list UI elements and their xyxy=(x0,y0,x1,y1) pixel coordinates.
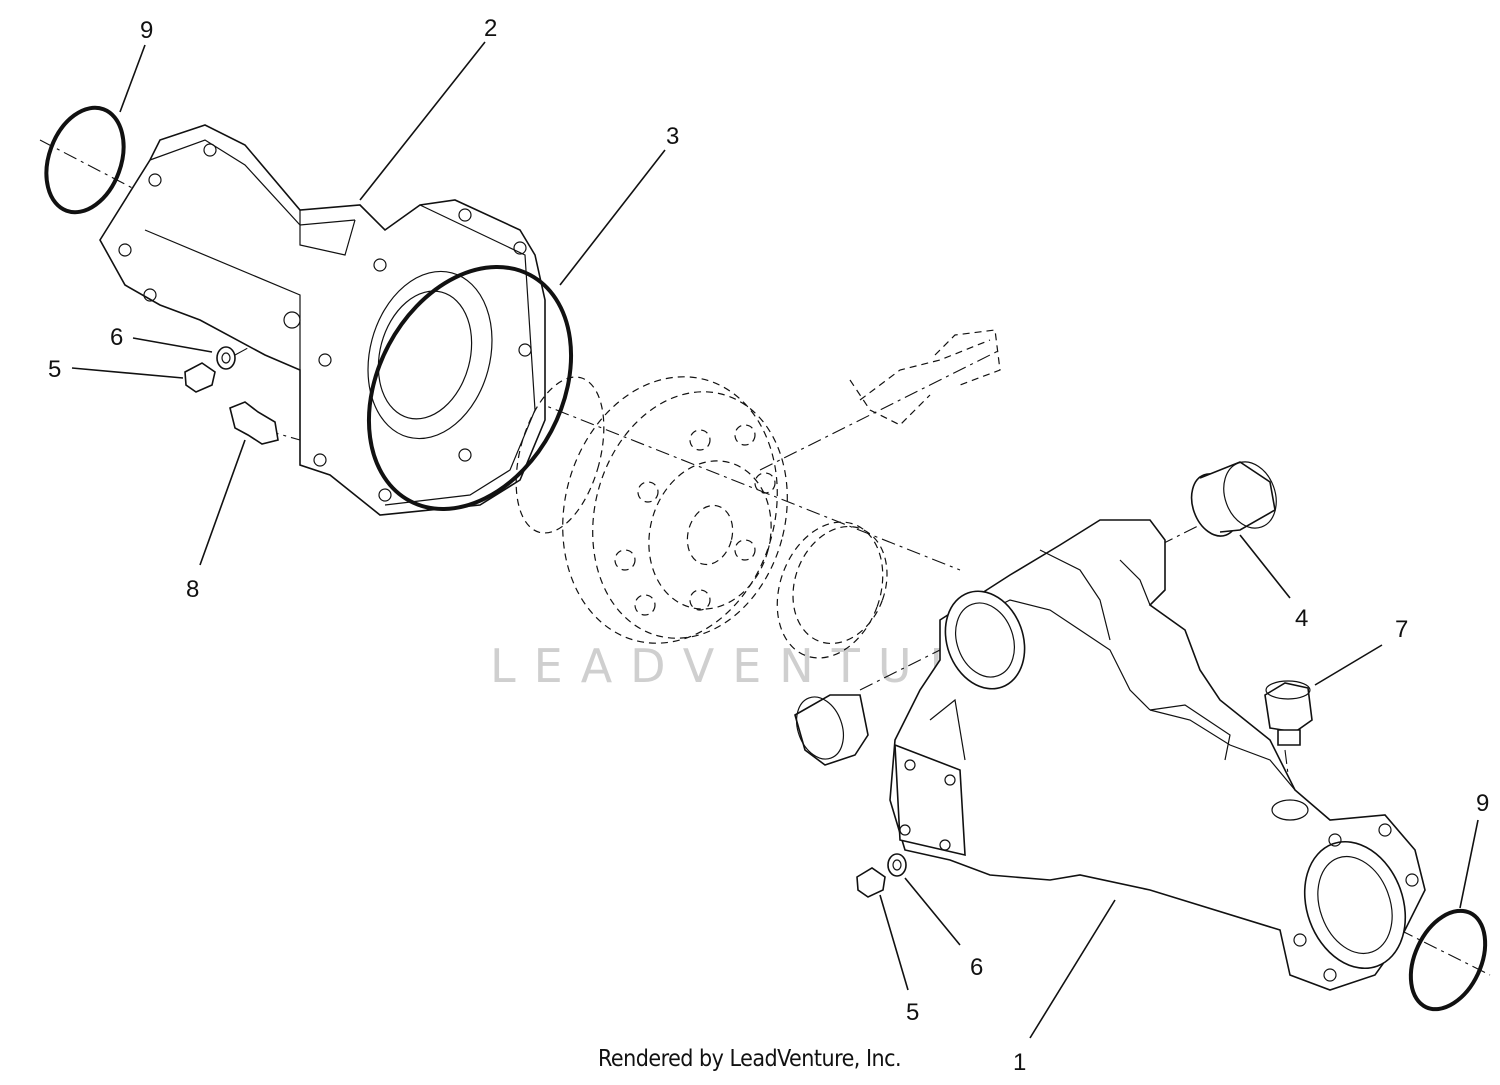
bushing-right xyxy=(1190,461,1277,537)
callout-4: 4 xyxy=(1295,605,1308,632)
callout-1: 1 xyxy=(1013,1049,1026,1076)
callout-2: 2 xyxy=(484,15,497,42)
callout-5-right: 5 xyxy=(906,999,919,1026)
bolt-right xyxy=(856,867,886,898)
callout-9-right: 9 xyxy=(1476,790,1489,817)
stud-bolt xyxy=(229,401,279,445)
callout-5-left: 5 xyxy=(48,356,61,383)
callout-9-left: 9 xyxy=(140,17,153,44)
right-axle-housing xyxy=(889,519,1426,991)
bolt-left xyxy=(184,362,216,393)
o-ring-right xyxy=(1408,908,1488,1012)
watermark: LEADVENTURE xyxy=(490,639,1027,693)
bushing-left xyxy=(794,694,869,766)
callout-6-right: 6 xyxy=(970,954,983,981)
washer-right xyxy=(887,853,907,877)
washer-left xyxy=(216,346,236,370)
callout-6-left: 6 xyxy=(110,324,123,351)
footer-credit: Rendered by LeadVenture, Inc. xyxy=(598,1046,902,1072)
fill-cap xyxy=(1264,680,1313,746)
differential-assembly xyxy=(515,329,1001,659)
o-ring-large xyxy=(366,265,574,511)
left-axle-housing xyxy=(99,124,546,516)
callout-3: 3 xyxy=(666,123,679,150)
o-ring-left xyxy=(44,105,126,215)
callout-7: 7 xyxy=(1395,616,1408,643)
leader-lines xyxy=(71,41,1479,1039)
callout-8: 8 xyxy=(186,576,199,603)
